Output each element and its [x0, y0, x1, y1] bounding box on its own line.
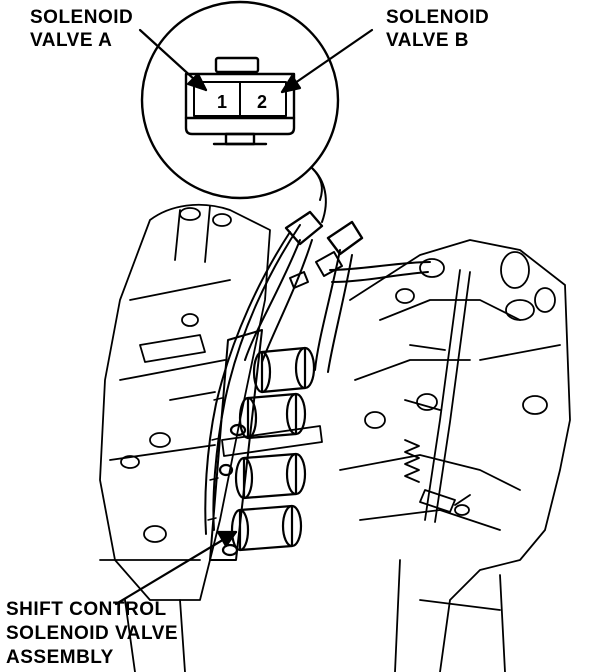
leader-lines [114, 28, 374, 606]
pin-1-label: 1 [217, 92, 227, 112]
solenoid-valve-b-label: SOLENOID VALVE B [386, 6, 489, 52]
arrowhead-solenoid-b [280, 74, 302, 94]
arrowhead-assembly [216, 530, 238, 548]
arrow-assembly [114, 530, 238, 606]
pin-2-label: 2 [257, 92, 267, 112]
shift-control-solenoid-valve-assembly-label: SHIFT CONTROL SOLENOID VALVE ASSEMBLY [6, 598, 178, 670]
two-pin-connector [184, 56, 296, 146]
solenoid-valve-stack [207, 329, 323, 561]
transmission-housing [99, 203, 571, 672]
wiring-harness [204, 167, 431, 535]
assembly-label-line1: SHIFT CONTROL [6, 599, 167, 620]
solenoid-valve-b-line2: VALVE B [386, 30, 470, 51]
solenoid-valve-a-label: SOLENOID VALVE A [30, 6, 133, 52]
connector-detail: 1 2 [140, 0, 340, 201]
assembly-label-line3: ASSEMBLY [6, 647, 114, 668]
solenoid-valve-a-line1: SOLENOID [30, 7, 134, 28]
arrowhead-solenoid-a [186, 72, 208, 92]
assembly-label-line2: SOLENOID VALVE [6, 623, 179, 644]
solenoid-valve-a-line2: VALVE A [30, 30, 113, 51]
solenoid-valve-b-line1: SOLENOID [386, 7, 490, 28]
